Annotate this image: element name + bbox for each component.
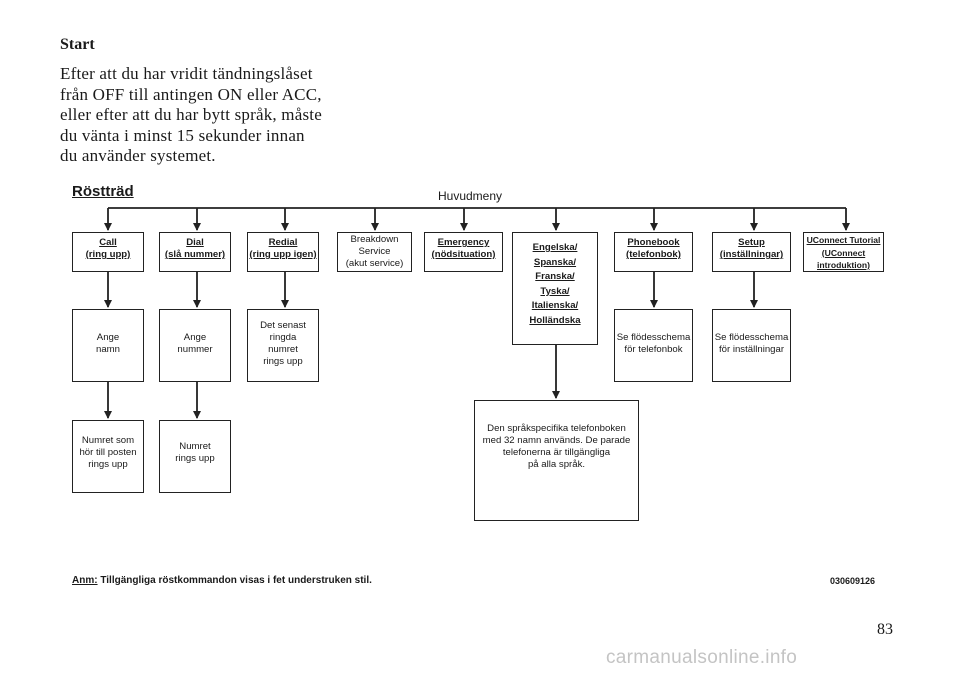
- box-text: rings upp: [175, 453, 215, 464]
- step-box-phonebook-flow: Se flödesschema för telefonbok: [614, 309, 693, 382]
- box-text: Numret: [179, 441, 211, 452]
- box-text: Det senast: [260, 320, 306, 331]
- box-text: numret: [268, 344, 298, 355]
- section-heading: Start: [60, 36, 95, 53]
- menu-box-phonebook: Phonebook (telefonbok): [614, 232, 693, 272]
- box-text: rings upp: [88, 459, 128, 470]
- page-number: 83: [877, 621, 893, 638]
- step-box-number-dialed: Numret rings upp: [159, 420, 231, 493]
- box-text: ringda: [269, 332, 297, 343]
- command-label: Franska/: [535, 271, 575, 283]
- intro-line: Efter att du har vridit tändningslåset: [60, 64, 313, 83]
- command-label: (ring upp): [85, 249, 131, 260]
- box-text: Se flödesschema: [616, 332, 691, 343]
- box-text: hör till posten: [79, 447, 137, 458]
- box-text: telefonerna är tillgängliga: [502, 447, 611, 458]
- box-text: rings upp: [263, 356, 303, 367]
- menu-box-emergency: Emergency (nödsituation): [424, 232, 503, 272]
- note-label: Anm:: [72, 575, 98, 586]
- box-text: Breakdown: [350, 234, 399, 245]
- command-label: Setup: [738, 237, 765, 248]
- command-label: Holländska: [529, 314, 581, 326]
- intro-line: eller efter att du har bytt språk, måste: [60, 105, 322, 124]
- box-text: Den språkspecifika telefonboken: [487, 423, 626, 434]
- command-label: Dial: [186, 237, 204, 248]
- command-label: Phonebook: [627, 237, 680, 248]
- menu-box-setup: Setup (inställningar): [712, 232, 791, 272]
- menu-box-redial: Redial (ring upp igen): [247, 232, 319, 272]
- menu-box-dial: Dial (slå nummer): [159, 232, 231, 272]
- command-label: Engelska/: [532, 242, 578, 253]
- command-label: (nödsituation): [431, 249, 496, 260]
- command-label: Italienska/: [531, 300, 579, 312]
- box-text: Service: [358, 246, 391, 257]
- intro-line: du använder systemet.: [60, 146, 216, 165]
- command-label: (slå nummer): [164, 249, 226, 260]
- watermark: carmanualsonline.info: [606, 647, 798, 668]
- box-text: namn: [96, 344, 120, 355]
- figure-code: 030609126: [830, 576, 876, 586]
- diagram-title: Röstträd: [72, 183, 134, 200]
- box-text: Ange: [183, 332, 207, 343]
- box-text: på alla språk.: [527, 459, 586, 470]
- command-label: (ring upp igen): [249, 249, 317, 260]
- command-label: UConnect Tutorial: [806, 235, 881, 245]
- command-label: introduktion): [817, 260, 870, 270]
- intro-paragraph: Efter att du har vridit tändningslåset f…: [60, 64, 322, 167]
- command-label: (UConnect: [821, 247, 866, 258]
- box-text: (akut service): [345, 258, 404, 269]
- note-text: Tillgängliga röstkommandon visas i fet u…: [97, 575, 372, 586]
- diagram-note: Anm: Tillgängliga röstkommandon visas i …: [72, 575, 372, 586]
- step-box-enter-number: Ange nummer: [159, 309, 231, 382]
- command-label: (telefonbok): [626, 249, 681, 260]
- command-label: Tyska/: [540, 285, 570, 297]
- box-text: Ange: [96, 332, 120, 343]
- box-text: Numret som: [81, 435, 135, 446]
- command-label: Redial: [268, 237, 298, 248]
- step-box-last-number: Det senast ringda numret rings upp: [247, 309, 319, 382]
- menu-box-languages: Engelska/ Spanska/ Franska/ Tyska/ Itali…: [512, 232, 598, 345]
- main-menu-label: Huvudmeny: [437, 189, 503, 203]
- command-label: Call: [99, 237, 117, 248]
- menu-box-uconnect-tutorial: UConnect Tutorial (UConnect introduktion…: [803, 232, 884, 272]
- command-label: Spanska/: [533, 256, 577, 268]
- step-box-setup-flow: Se flödesschema för inställningar: [712, 309, 791, 382]
- intro-line: från OFF till antingen ON eller ACC,: [60, 84, 322, 104]
- step-box-language-phonebook: Den språkspecifika telefonboken med 32 n…: [474, 400, 639, 521]
- box-text: för inställningar: [718, 344, 785, 355]
- menu-box-breakdown: Breakdown Service (akut service): [337, 232, 412, 272]
- step-box-name-dialed: Numret som hör till posten rings upp: [72, 420, 144, 493]
- step-box-enter-name: Ange namn: [72, 309, 144, 382]
- box-text: med 32 namn används. De parade: [482, 435, 631, 446]
- box-text: för telefonbok: [624, 344, 683, 355]
- command-label: Emergency: [437, 237, 490, 248]
- box-text: nummer: [177, 344, 213, 355]
- menu-box-call: Call (ring upp): [72, 232, 144, 272]
- intro-line: du vänta i minst 15 sekunder innan: [60, 125, 305, 145]
- command-label: (inställningar): [719, 249, 784, 260]
- box-text: Se flödesschema: [714, 332, 789, 343]
